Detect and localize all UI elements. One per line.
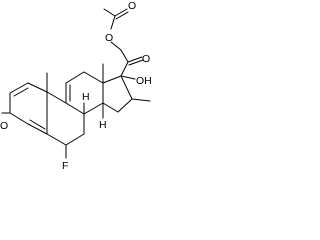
ring-b (46, 72, 85, 159)
bond-c1-c2-double-b (13, 87, 29, 97)
bond-c20-o-double-a (127, 56, 143, 63)
bond-c20-c17 (120, 61, 129, 77)
ring-a-ketone-oxygen-label: O (0, 120, 8, 132)
bond-ester-carbonyl-double-b (115, 11, 129, 20)
ring-d (102, 75, 151, 113)
bond-c7-c6 (65, 133, 85, 146)
bond-c9-c8 (65, 102, 85, 115)
h-c14-label: H (99, 119, 107, 131)
ring-c (65, 63, 104, 115)
bond-c13-c17 (102, 75, 122, 84)
ring-a (1, 82, 48, 135)
bond-c16-methyl (131, 98, 151, 102)
bond-c12-c11 (65, 71, 85, 84)
ester-single-oxygen-label: O (105, 32, 113, 44)
bond-c4-c5-double-a (27, 123, 48, 135)
bond-c8-c14 (83, 102, 104, 115)
bond-o-ch2 (110, 41, 122, 51)
bond-ester-c-o (110, 15, 116, 30)
bond-c20-o-double-b (128, 59, 144, 66)
bond-c13-c12 (83, 71, 104, 84)
bond-c1-c2-double-a (9, 82, 29, 94)
bond-c10-c1 (27, 82, 48, 93)
bond-c3-c4 (9, 112, 29, 125)
bond-c17-oh (120, 75, 136, 80)
bond-c17-c16 (120, 75, 133, 100)
ketone-oxygen-label: O (142, 53, 150, 65)
chemical-structure-diagram: O O O OH H H F (0, 0, 152, 172)
bond-c16-c15 (117, 98, 133, 113)
acetoxy-side-chain (103, 8, 144, 77)
bond-c9-c10 (46, 91, 67, 104)
h-c8-label: H (82, 91, 90, 103)
bond-ch2-c20 (120, 49, 129, 63)
hydroxyl-label: OH (136, 75, 152, 87)
bond-c15-c14 (102, 102, 119, 113)
bond-c4-c5-double-b (29, 119, 46, 130)
bond-ester-carbonyl-double-a (114, 8, 128, 17)
bond-c6-c5 (46, 133, 67, 146)
ester-oxygen-label: O (128, 0, 136, 12)
bond-acetyl-methyl (103, 8, 116, 17)
fluorine-label: F (62, 160, 68, 172)
